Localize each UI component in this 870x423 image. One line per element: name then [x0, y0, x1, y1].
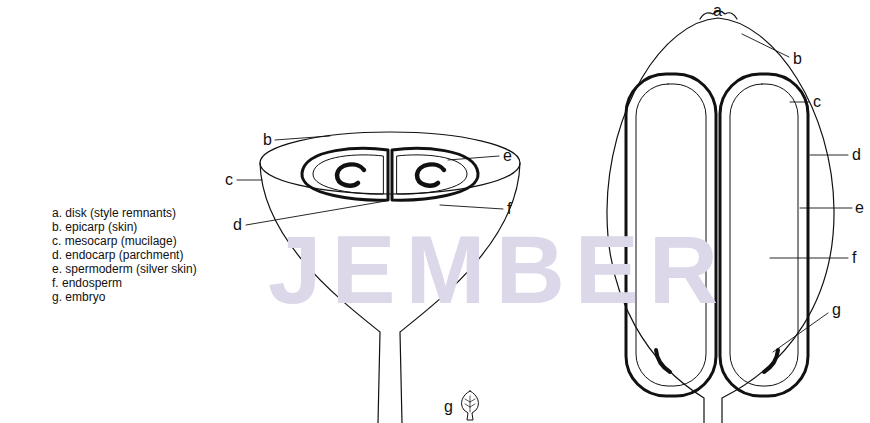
part-description: b. epicarp (skin) — [52, 221, 137, 235]
parchment — [720, 74, 808, 396]
part-description: e. spermoderm (silver skin) — [52, 263, 197, 277]
cherry-rim — [260, 132, 520, 194]
part-letter: b — [793, 50, 802, 68]
bean-fold — [337, 164, 364, 185]
part-description: g. embryo — [52, 291, 105, 305]
part-letter: f — [852, 249, 856, 267]
parchment — [392, 148, 478, 200]
part-description: d. endocarp (parchment) — [52, 249, 183, 263]
silver-skin — [397, 155, 467, 194]
part-letter: c — [225, 171, 233, 189]
part-letter: d — [233, 216, 242, 234]
part-letter: e — [855, 199, 864, 217]
leader-lines — [237, 34, 852, 352]
part-letter: d — [852, 146, 861, 164]
embryo — [656, 350, 670, 372]
part-letter: b — [263, 131, 272, 149]
part-letter: g — [444, 398, 453, 416]
embryo — [764, 350, 778, 372]
parchment — [302, 148, 388, 200]
silver-skin — [313, 155, 383, 194]
embryo-icon — [462, 391, 479, 420]
watermark: JEMBER — [268, 215, 728, 325]
part-description: c. mesocarp (mucilage) — [52, 235, 177, 249]
part-description: f. endosperm — [52, 277, 122, 291]
part-letter: a — [713, 2, 722, 20]
bean-fold — [417, 164, 444, 185]
part-letter: f — [507, 200, 511, 218]
embryo-icon — [465, 396, 475, 412]
silver-skin — [730, 84, 798, 386]
part-description: a. disk (style remnants) — [52, 207, 176, 221]
part-letter: c — [813, 93, 821, 111]
part-letter: g — [832, 301, 841, 319]
part-letter: e — [503, 147, 512, 165]
